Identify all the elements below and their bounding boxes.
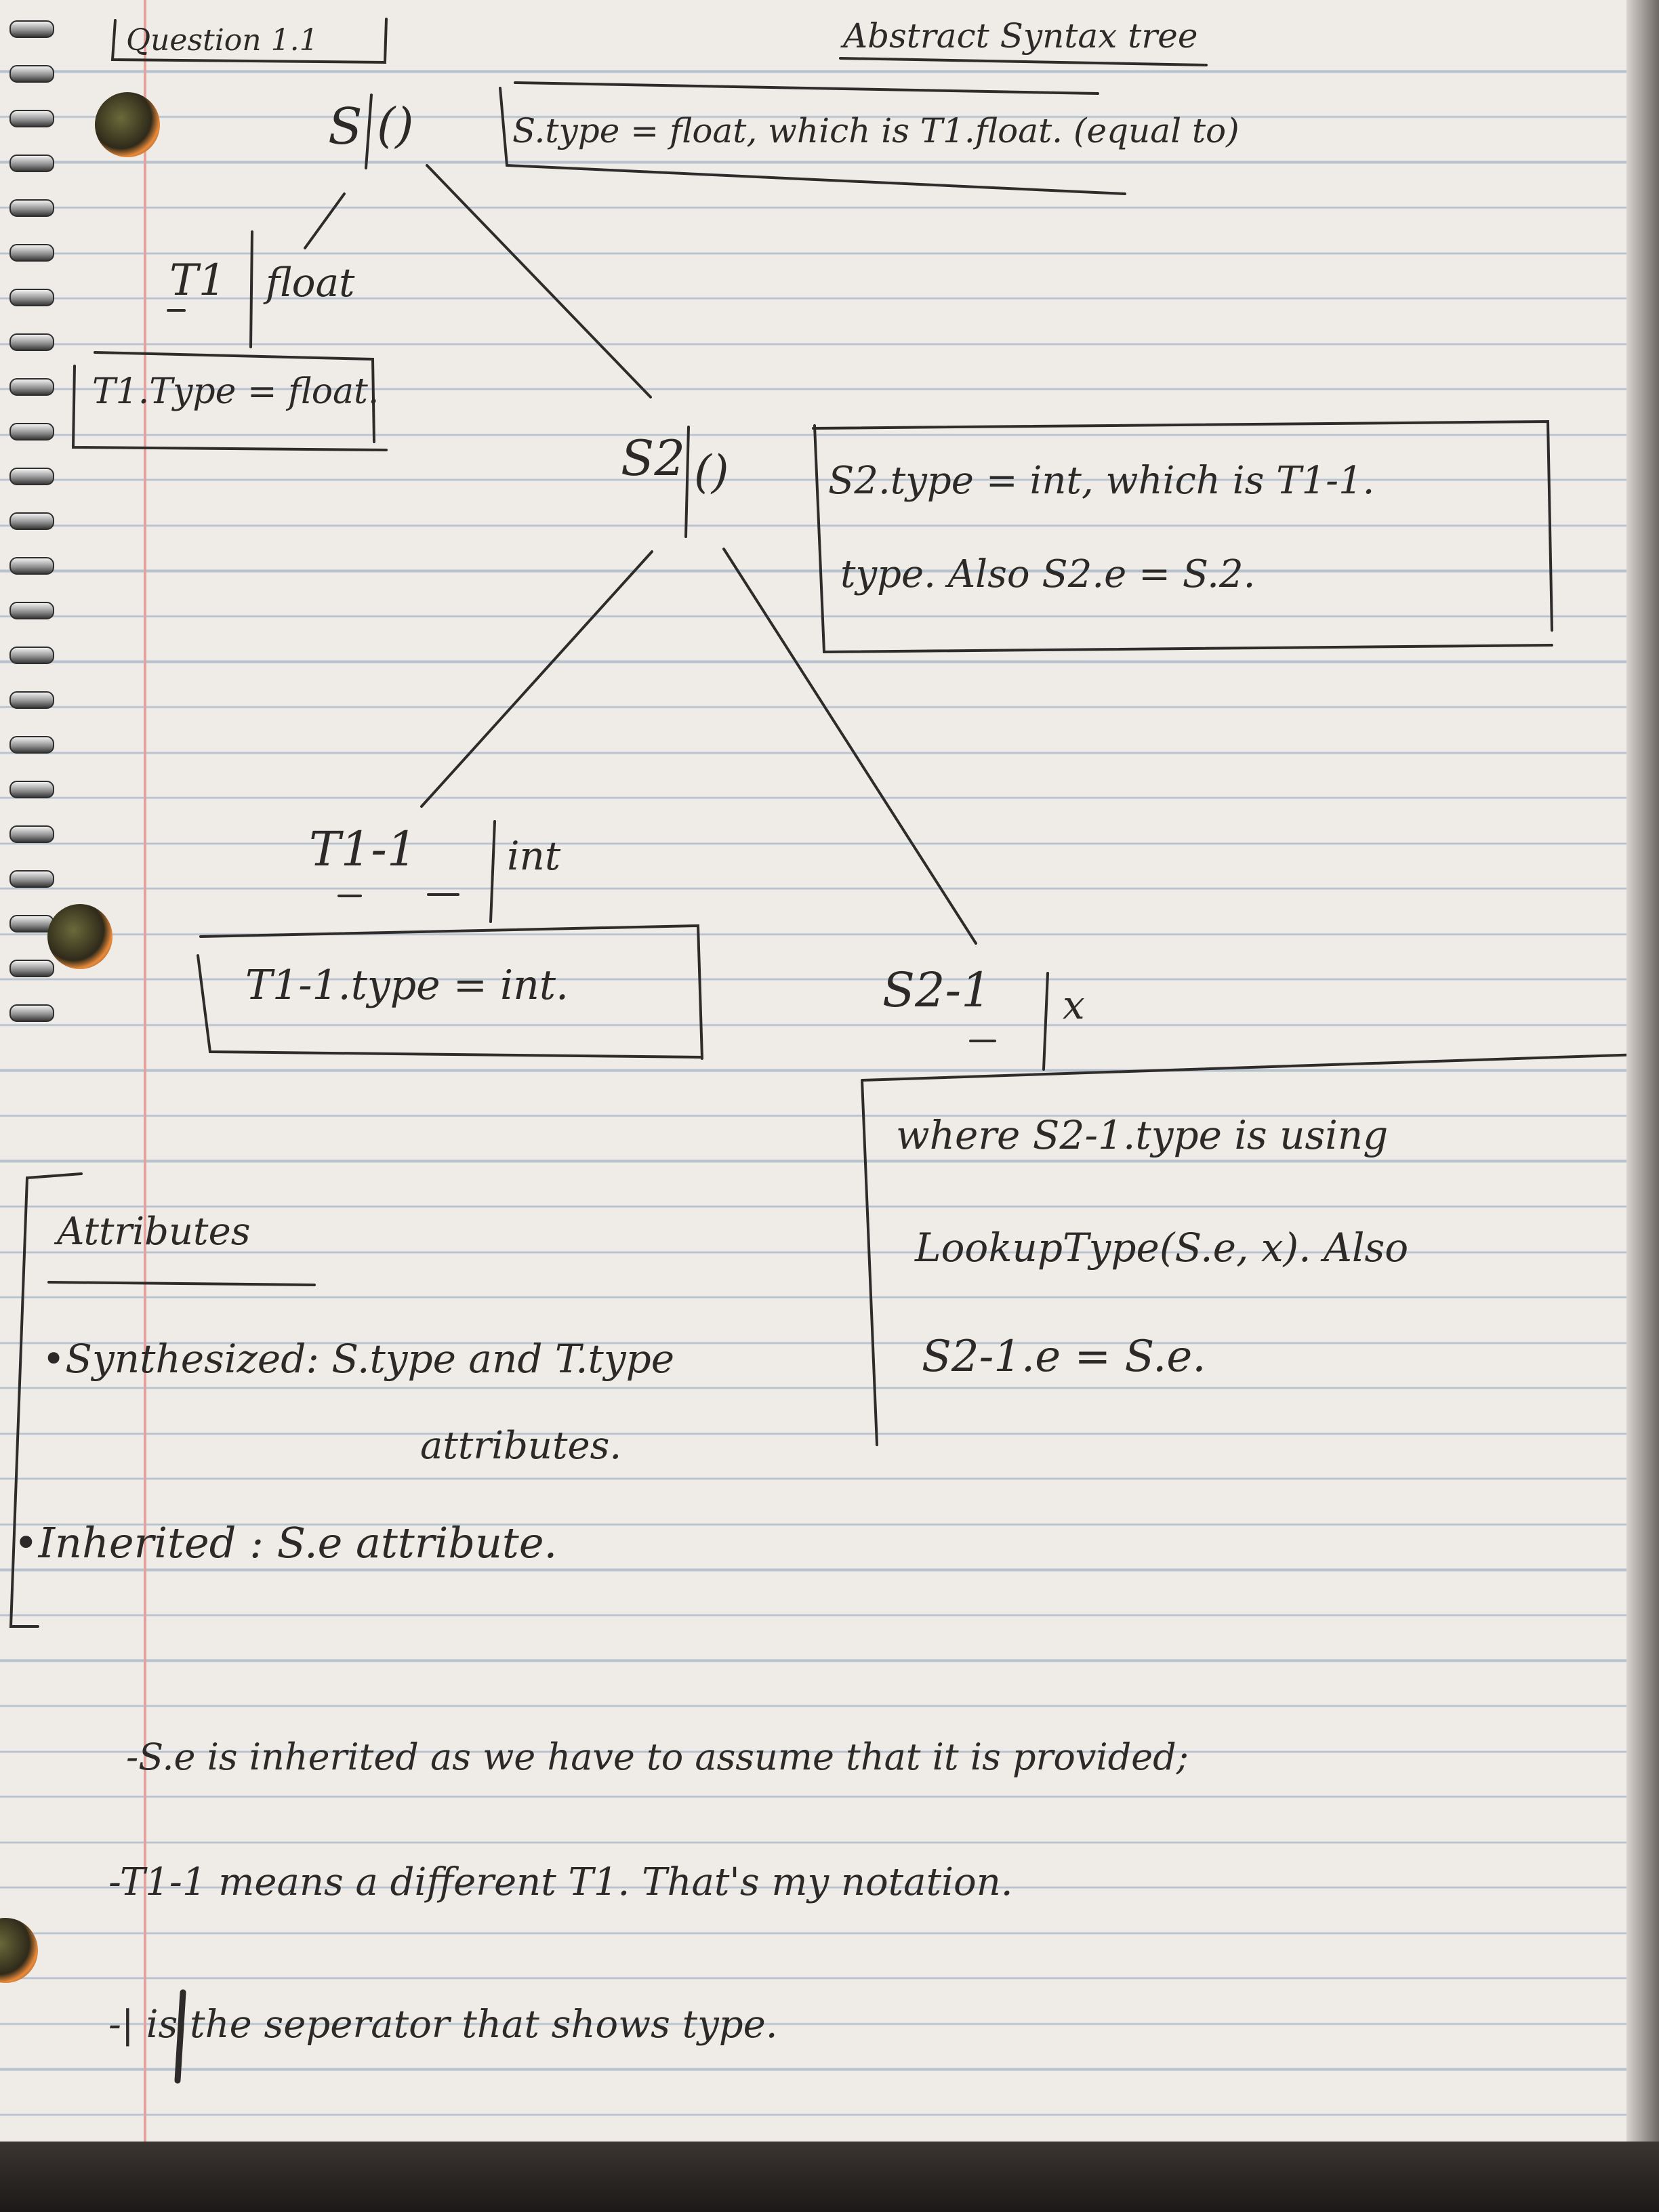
spiral-ring — [9, 20, 54, 38]
s2_1-node-label: S2-1 — [882, 962, 991, 1018]
note-separator: -| is the seperator that shows type. — [108, 2003, 778, 2047]
margin-line — [144, 0, 146, 2155]
spiral-ring — [9, 781, 54, 798]
t1-note: T1.Type = float. — [92, 371, 380, 412]
spiral-ring — [9, 289, 54, 306]
spiral-ring — [9, 870, 54, 888]
s2_1-note-line-2: LookupType(S.e, x). Also — [915, 1225, 1409, 1271]
root-note: S.type = float, which is T1.float. (equa… — [512, 111, 1240, 150]
root-node-label: S — [328, 98, 363, 156]
spiral-ring — [9, 557, 54, 575]
s2_1-note-line-3: S2-1.e = S.e. — [922, 1332, 1206, 1382]
t1-node-value: float — [266, 260, 355, 306]
question-box — [110, 18, 388, 64]
edge-root-s2 — [426, 164, 652, 398]
synthesized-line-1: •Synthesized: S.type and T.type — [42, 1336, 675, 1382]
spiral-ring — [9, 1004, 54, 1022]
s2_1-note-line-1: where S2-1.type is using — [896, 1112, 1389, 1158]
spiral-ring — [9, 423, 54, 441]
root-node-value: () — [377, 98, 414, 153]
edge-root-t1 — [304, 192, 346, 249]
root-note-box — [499, 81, 1126, 195]
t1_1-node-value: int — [507, 833, 561, 879]
attributes-bracket — [9, 1172, 83, 1628]
spiral-ring — [9, 736, 54, 754]
s2-node-value: () — [694, 446, 729, 498]
desk-background — [0, 2142, 1659, 2212]
t1_1-separator — [489, 820, 496, 923]
s2-node-label: S2 — [621, 430, 686, 487]
synthesized-line-2: attributes. — [420, 1424, 622, 1468]
spiral-ring — [9, 65, 54, 83]
diagram-title: Abstract Syntax tree — [843, 16, 1198, 56]
spiral-ring — [9, 602, 54, 619]
spiral-ring — [9, 378, 54, 396]
spiral-ring — [9, 468, 54, 485]
spiral-ring — [9, 647, 54, 664]
s2-separator — [684, 426, 690, 538]
s2_1-separator — [1042, 972, 1049, 1071]
attributes-underline — [47, 1281, 316, 1286]
s2-note-line-1: S2.type = int, which is T1-1. — [828, 459, 1375, 503]
s2-note-line-2: type. Also S2.e = S.2. — [840, 552, 1256, 596]
spiral-ring — [9, 199, 54, 217]
spiral-ring — [9, 333, 54, 351]
question-label: Question 1.1 — [126, 23, 319, 58]
spiral-ring — [9, 155, 54, 172]
edge-s2-t1_1 — [420, 550, 653, 808]
title-underline — [839, 57, 1208, 66]
edge-s2-s2_1 — [722, 548, 977, 945]
spiral-ring — [9, 512, 54, 530]
punch-hole — [95, 92, 160, 157]
spiral-ring — [9, 110, 54, 127]
t1-note-box — [71, 351, 388, 451]
punch-hole — [47, 904, 112, 969]
page-edge-right — [1626, 0, 1659, 2212]
t1-separator — [249, 230, 253, 348]
t1_1-note-box — [197, 924, 703, 1060]
attributes-heading: Attributes — [57, 1210, 251, 1254]
t1-node-label: T1 — [169, 255, 226, 306]
t1_1-node-label: T1-1 — [309, 821, 417, 877]
s2_1-node-value: x — [1063, 982, 1085, 1028]
spiral-ring — [9, 825, 54, 843]
note-inherited: -S.e is inherited as we have to assume t… — [126, 1736, 1189, 1778]
spiral-ring — [9, 691, 54, 709]
note-notation: -T1-1 means a different T1. That's my no… — [108, 1860, 1013, 1904]
spiral-ring — [9, 960, 54, 977]
inherited-line: •Inherited : S.e attribute. — [14, 1518, 558, 1568]
spiral-ring — [9, 244, 54, 262]
bar-symbol — [174, 1989, 186, 2084]
t1_1-note: T1-1.type = int. — [245, 962, 569, 1009]
root-separator — [365, 94, 373, 169]
s2-note-box — [812, 419, 1553, 654]
